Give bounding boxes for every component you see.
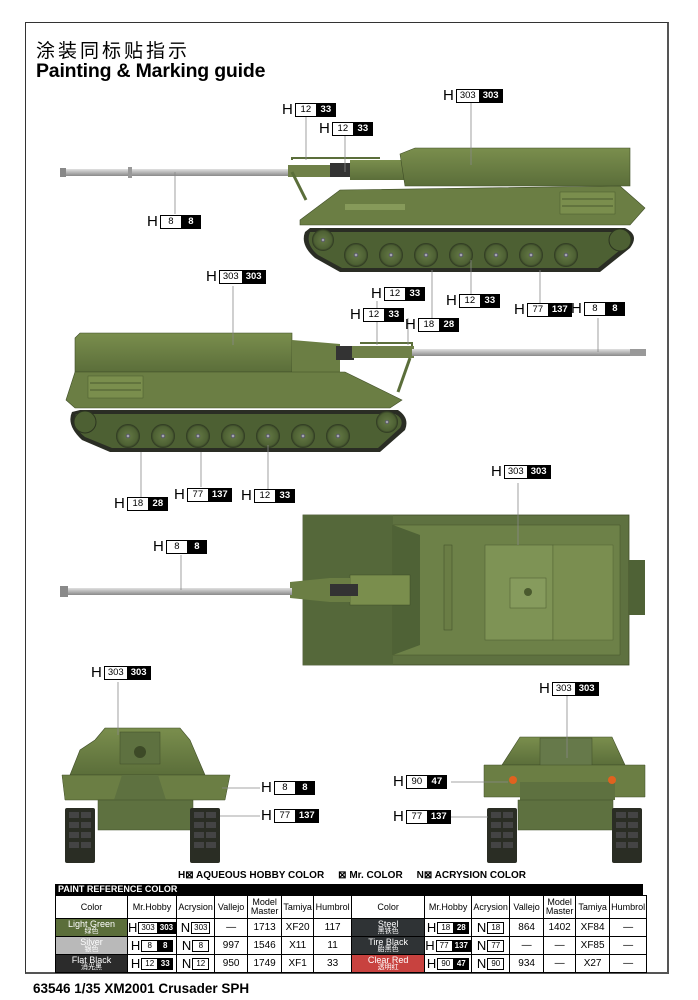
header-acrysion: Acrysion	[471, 895, 511, 919]
model-master-cell: 1713	[247, 918, 283, 937]
legend-mr-color: ⊠ Mr. COLOR	[338, 870, 403, 881]
vallejo-cell: —	[509, 936, 545, 955]
tamiya-cell: XF1	[281, 954, 315, 973]
header-vallejo: Vallejo	[509, 895, 545, 919]
header-color: Color	[351, 895, 426, 919]
humbrol-cell: 33	[313, 954, 353, 973]
model-master-cell: —	[543, 936, 577, 955]
title-chinese: 涂装同标贴指示	[36, 40, 191, 62]
tamiya-cell: X27	[575, 954, 611, 973]
header-humbrol: Humbrol	[609, 895, 648, 919]
model-master-cell: 1749	[247, 954, 283, 973]
side-view-gun-right	[65, 286, 646, 497]
title-english: Painting & Marking guide	[36, 60, 266, 82]
legend-acrysion: N⊠ ACRYSION COLOR	[416, 870, 526, 881]
vallejo-cell: 950	[214, 954, 249, 973]
vallejo-cell: 864	[509, 918, 545, 937]
side-view-gun-left	[60, 103, 646, 318]
header-tamiya: Tamiya	[281, 895, 315, 919]
legend-aqueous: H⊠ AQUEOUS HOBBY COLOR	[178, 870, 325, 881]
model-master-cell: 1402	[543, 918, 577, 937]
vallejo-cell: 934	[509, 954, 545, 973]
table-header-row: Color Mr.Hobby Acrysion Vallejo Model Ma…	[55, 895, 648, 919]
vallejo-cell: 997	[214, 936, 249, 955]
header-model-master: Model Master	[543, 895, 577, 919]
model-master-cell: 1546	[247, 936, 283, 955]
page-frame	[25, 22, 669, 974]
header-humbrol: Humbrol	[313, 895, 353, 919]
tamiya-cell: XF85	[575, 936, 611, 955]
paint-reference-table: Color Mr.Hobby Acrysion Vallejo Model Ma…	[55, 895, 648, 973]
humbrol-cell: —	[609, 954, 648, 973]
product-title: 63546 1/35 XM2001 Crusader SPH	[33, 981, 250, 996]
header-tamiya: Tamiya	[575, 895, 611, 919]
header-acrysion: Acrysion	[176, 895, 216, 919]
humbrol-cell: —	[609, 918, 648, 937]
front-view	[61, 682, 260, 863]
rear-view	[446, 696, 646, 863]
humbrol-cell: 11	[313, 936, 353, 955]
vallejo-cell: —	[214, 918, 249, 937]
paint-table-title: PAINT REFERENCE COLOR	[55, 884, 643, 895]
header-mrhobby: Mr.Hobby	[126, 895, 178, 919]
paint-brand-legend: H⊠ AQUEOUS HOBBY COLOR ⊠ Mr. COLOR N⊠ AC…	[178, 870, 526, 881]
top-view	[60, 483, 645, 666]
header-vallejo: Vallejo	[214, 895, 249, 919]
model-master-cell: —	[543, 954, 577, 973]
tamiya-cell: XF20	[281, 918, 315, 937]
tamiya-cell: XF84	[575, 918, 611, 937]
header-mrhobby: Mr.Hobby	[424, 895, 473, 919]
header-model-master: Model Master	[247, 895, 283, 919]
tamiya-cell: X11	[281, 936, 315, 955]
header-color: Color	[55, 895, 128, 919]
humbrol-cell: —	[609, 936, 648, 955]
humbrol-cell: 117	[313, 918, 353, 937]
